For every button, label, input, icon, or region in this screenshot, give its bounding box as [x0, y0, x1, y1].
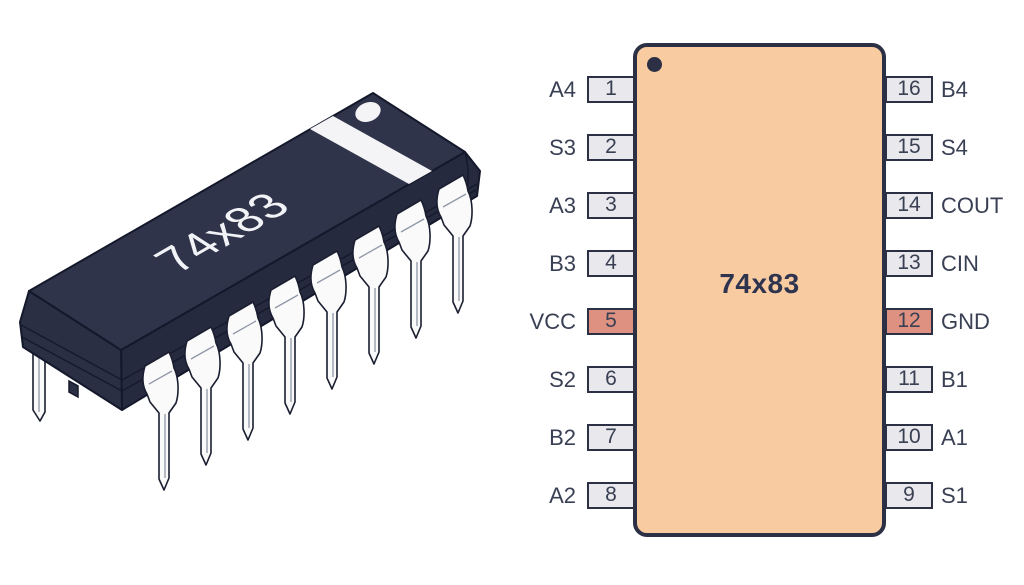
pin-4-label: B3: [549, 250, 576, 276]
pin-10-label: A1: [941, 424, 968, 450]
pin-5-label: VCC: [529, 308, 576, 334]
pin-6-number-box: 6: [587, 365, 635, 393]
pin-11-number-box: 11: [885, 365, 933, 393]
pin-6-label: S2: [549, 366, 576, 392]
pin-10-number-box: 10: [885, 423, 933, 451]
pin-13-number-box: 13: [885, 249, 933, 277]
pin-11-label: B1: [941, 366, 968, 392]
chip-back-pin: [32, 351, 46, 422]
pin-1-number-box: 1: [587, 75, 635, 103]
pin-7-label: B2: [549, 424, 576, 450]
pin-2-label: S3: [549, 134, 576, 160]
pin-16-number-box: 16: [885, 75, 933, 103]
pin-3-number-box: 3: [587, 191, 635, 219]
package-part-number: 74x83: [719, 268, 800, 299]
pin-2-number-box: 2: [587, 133, 635, 161]
pin1-indicator-divot: [355, 102, 381, 122]
pin-14-label: COUT: [941, 192, 1004, 218]
pin-5-number-box: 5: [587, 307, 635, 335]
mold-bump: [68, 379, 79, 399]
pin-9-label: S1: [941, 482, 968, 508]
pin-8-number-box: 8: [587, 481, 635, 509]
pin-1-label: A4: [549, 76, 576, 102]
pin-14-number-box: 14: [885, 191, 933, 219]
pin1-end-stripe: [310, 116, 432, 184]
pin-7-number-box: 7: [587, 423, 635, 451]
pin-16-label: B4: [941, 76, 968, 102]
ic-package-outline: 74x83: [633, 43, 886, 537]
pin-15-label: S4: [941, 134, 968, 160]
dip-chip-3d-illustration: 74x83: [19, 92, 481, 491]
pin-15-number-box: 15: [885, 133, 933, 161]
pin-8-label: A2: [549, 482, 576, 508]
pin-12-number-box: 12: [885, 307, 933, 335]
pin-4-number-box: 4: [587, 249, 635, 277]
pin-12-label: GND: [941, 308, 990, 334]
pin-3-label: A3: [549, 192, 576, 218]
pin-13-label: CIN: [941, 250, 979, 276]
pin-9-number-box: 9: [885, 481, 933, 509]
pin1-indicator-dot: [647, 57, 662, 72]
